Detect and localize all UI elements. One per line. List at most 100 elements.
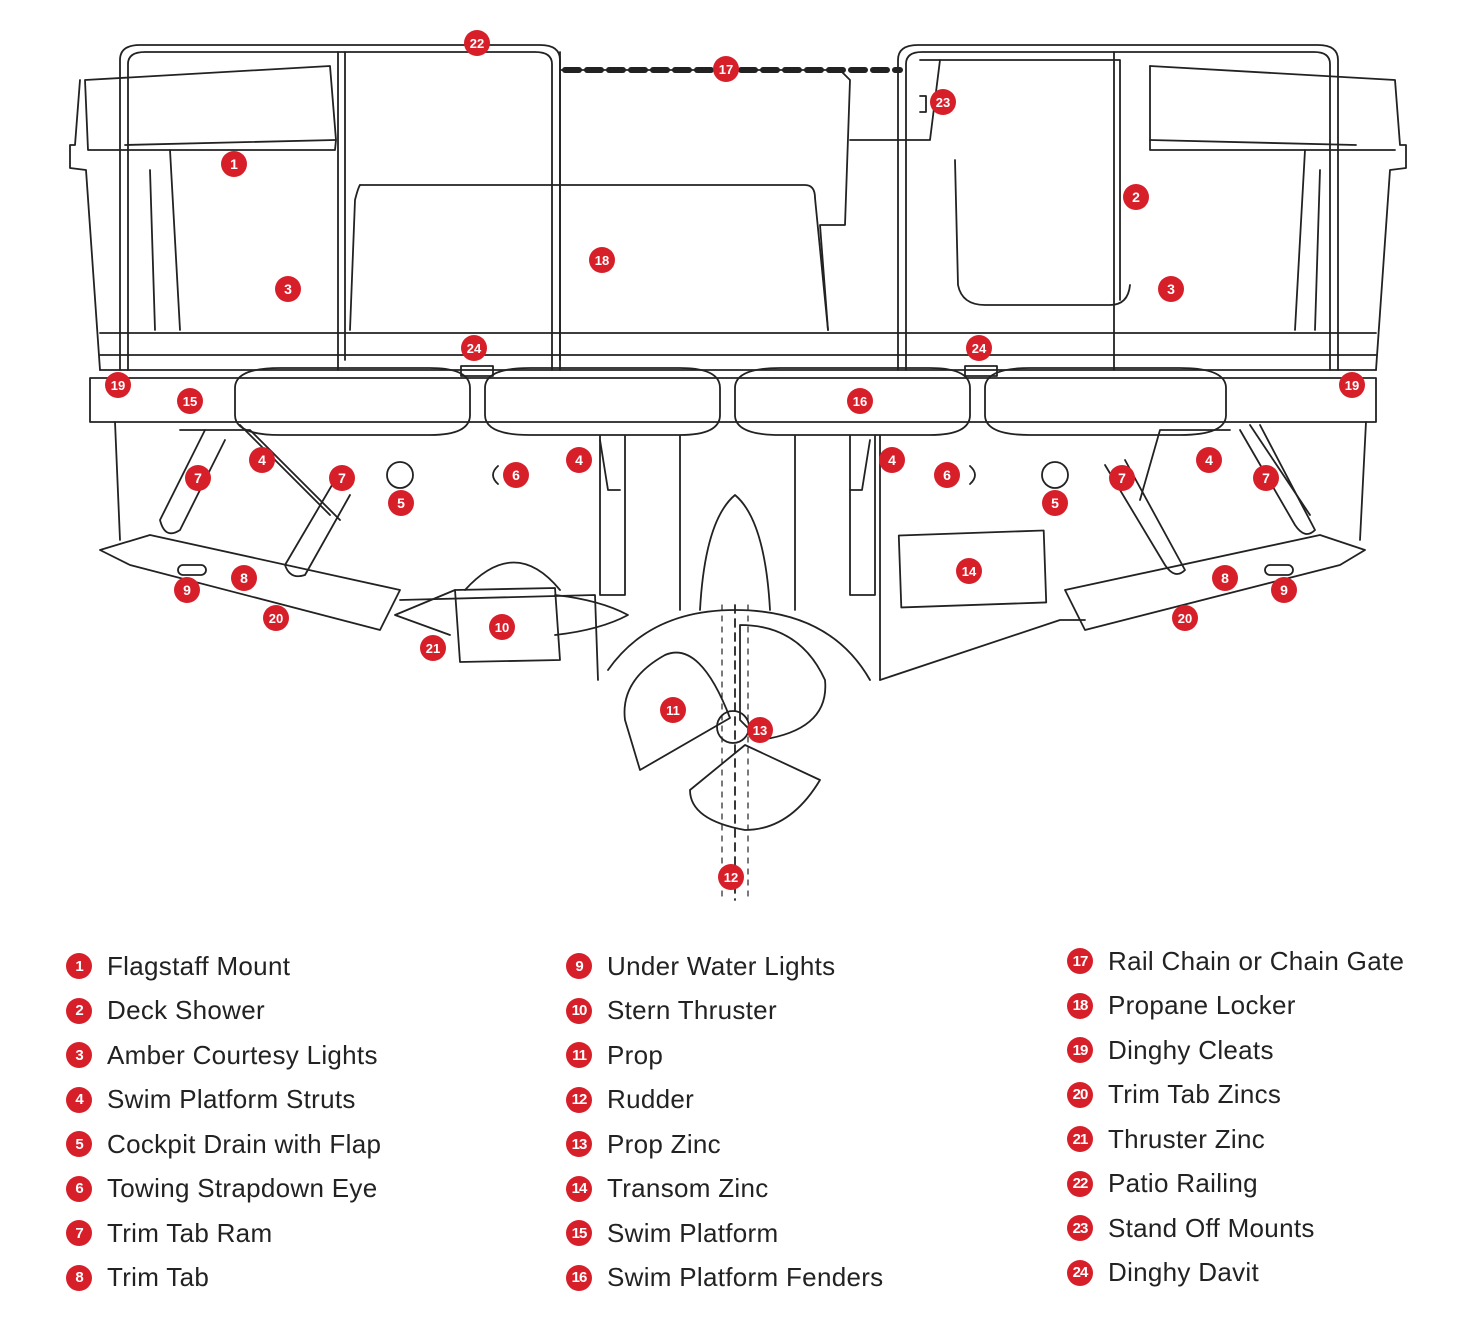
svg-text:7: 7: [194, 470, 202, 486]
legend-number-badge: 7: [66, 1220, 92, 1247]
legend-item: 10 Stern Thruster: [566, 989, 883, 1034]
callout-24b: 24: [966, 335, 992, 361]
legend-label: Trim Tab: [107, 1262, 210, 1293]
legend-number-badge: 4: [66, 1086, 92, 1113]
callout-15: 15: [177, 388, 203, 414]
svg-text:24: 24: [467, 341, 482, 356]
legend-label: Rail Chain or Chain Gate: [1108, 945, 1405, 976]
svg-text:19: 19: [1345, 378, 1359, 393]
legend-label: Flagstaff Mount: [107, 950, 291, 981]
legend-label: Trim Tab Zincs: [1108, 1079, 1282, 1110]
svg-text:5: 5: [397, 495, 405, 511]
svg-text:1: 1: [230, 156, 238, 172]
callout-4d: 4: [1196, 447, 1222, 473]
legend-number-badge: 24: [1067, 1259, 1093, 1286]
callout-14: 14: [956, 558, 982, 584]
svg-text:16: 16: [853, 394, 867, 409]
legend-label: Towing Strapdown Eye: [107, 1173, 378, 1204]
callout-8a: 8: [231, 565, 257, 591]
legend-number-badge: 23: [1067, 1215, 1093, 1242]
legend-label: Thruster Zinc: [1108, 1123, 1266, 1154]
callout-7b: 7: [329, 465, 355, 491]
callout-13: 13: [747, 717, 773, 743]
legend-label: Dinghy Cleats: [1108, 1034, 1274, 1065]
svg-text:23: 23: [936, 95, 950, 110]
legend-item: 9 Under Water Lights: [566, 944, 883, 989]
callout-16: 16: [847, 388, 873, 414]
svg-text:20: 20: [1178, 611, 1192, 626]
svg-text:4: 4: [1205, 452, 1213, 468]
svg-text:3: 3: [284, 281, 292, 297]
legend-item: 20 Trim Tab Zincs: [1067, 1073, 1404, 1118]
legend-label: Rudder: [607, 1084, 695, 1115]
svg-text:3: 3: [1167, 281, 1175, 297]
svg-text:7: 7: [1118, 470, 1126, 486]
legend-number-badge: 22: [1067, 1170, 1093, 1197]
legend-number-badge: 9: [566, 953, 592, 980]
legend-label: Dinghy Davit: [1108, 1257, 1259, 1288]
callout-5a: 5: [388, 490, 414, 516]
callout-24a: 24: [461, 335, 487, 361]
legend-number-badge: 10: [566, 997, 592, 1024]
svg-text:24: 24: [972, 341, 987, 356]
callout-7a: 7: [185, 465, 211, 491]
legend-number-badge: 2: [66, 997, 92, 1024]
svg-text:7: 7: [338, 470, 346, 486]
callout-18: 18: [589, 247, 615, 273]
legend-number-badge: 13: [566, 1131, 592, 1158]
callout-3b: 3: [1158, 276, 1184, 302]
callout-3a: 3: [275, 276, 301, 302]
svg-text:8: 8: [1221, 570, 1229, 586]
callout-10: 10: [489, 614, 515, 640]
svg-text:20: 20: [269, 611, 283, 626]
callout-19a: 19: [105, 372, 131, 398]
callout-19b: 19: [1339, 372, 1365, 398]
svg-text:11: 11: [666, 703, 680, 718]
callout-4a: 4: [249, 447, 275, 473]
callout-20a: 20: [263, 605, 289, 631]
legend-label: Transom Zinc: [607, 1173, 769, 1204]
legend-number-badge: 20: [1067, 1081, 1093, 1108]
legend-number-badge: 14: [566, 1175, 592, 1202]
callout-9a: 9: [174, 577, 200, 603]
svg-text:14: 14: [962, 564, 977, 579]
svg-text:9: 9: [1280, 582, 1288, 598]
callout-6b: 6: [934, 462, 960, 488]
legend-number-badge: 19: [1067, 1037, 1093, 1064]
svg-text:21: 21: [426, 641, 440, 656]
legend-number-badge: 8: [66, 1264, 92, 1291]
legend-number-badge: 3: [66, 1042, 92, 1069]
callout-5b: 5: [1042, 490, 1068, 516]
svg-text:6: 6: [943, 467, 951, 483]
svg-text:17: 17: [719, 62, 733, 77]
svg-text:2: 2: [1132, 189, 1140, 205]
legend-number-badge: 17: [1067, 948, 1093, 975]
legend-label: Trim Tab Ram: [107, 1217, 273, 1248]
svg-text:22: 22: [470, 36, 484, 51]
legend-label: Prop Zinc: [607, 1128, 721, 1159]
legend-label: Under Water Lights: [607, 950, 836, 981]
svg-text:12: 12: [724, 870, 738, 885]
legend-item: 7 Trim Tab Ram: [66, 1211, 381, 1256]
legend-item: 13 Prop Zinc: [566, 1122, 883, 1167]
callout-9b: 9: [1271, 577, 1297, 603]
svg-text:4: 4: [888, 452, 896, 468]
callout-12: 12: [718, 864, 744, 890]
callout-23: 23: [930, 89, 956, 115]
callout-21: 21: [420, 635, 446, 661]
legend-label: Propane Locker: [1108, 990, 1296, 1021]
legend-label: Stern Thruster: [607, 995, 777, 1026]
svg-text:7: 7: [1262, 470, 1270, 486]
legend-number-badge: 12: [566, 1086, 592, 1113]
legend-item: 12 Rudder: [566, 1078, 883, 1123]
